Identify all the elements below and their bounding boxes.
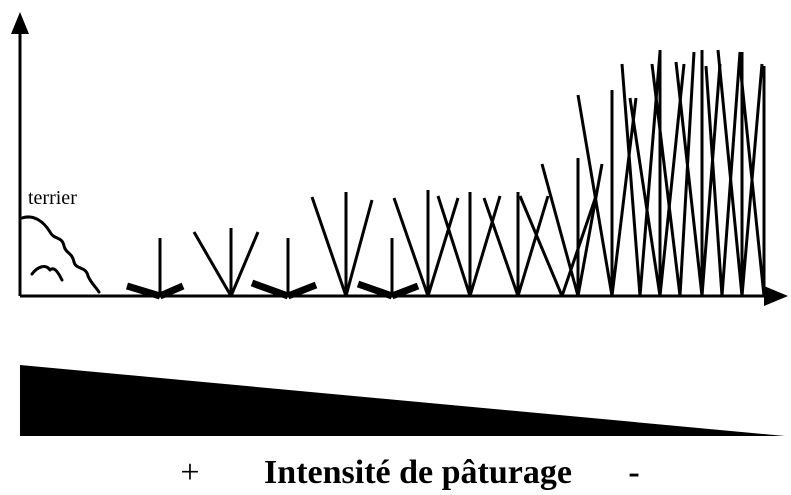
axes	[11, 12, 788, 306]
gradient-plus-sign: +	[180, 454, 199, 491]
grass-tuft-3	[392, 190, 460, 297]
y-axis-arrowhead	[11, 12, 29, 34]
tall-grass-tuft-2	[628, 50, 696, 297]
grass-tuft-6	[518, 158, 604, 297]
vegetation	[125, 49, 766, 300]
gradient-caption: Intensité de pâturage	[264, 454, 572, 491]
burrow-hole	[30, 265, 64, 282]
grazed-tuft-3	[356, 238, 420, 300]
grass-tuft-1	[192, 228, 260, 297]
burrow-mound-outline	[20, 215, 101, 294]
x-axis-arrowhead	[764, 286, 788, 306]
grass-tuft-2	[310, 192, 374, 297]
grazed-tuft-2	[250, 238, 318, 300]
tall-grass-tuft-1	[576, 51, 662, 297]
grass-tuft-4	[436, 192, 502, 297]
grazing-gradient-wedge	[20, 365, 785, 436]
grass-tuft-5	[482, 192, 550, 297]
burrow	[20, 215, 101, 294]
burrow-label: terrier	[28, 187, 77, 209]
grazed-tuft-1	[125, 238, 185, 300]
gradient-minus-sign: -	[628, 454, 639, 491]
tall-grass-tuft-4	[716, 49, 766, 297]
